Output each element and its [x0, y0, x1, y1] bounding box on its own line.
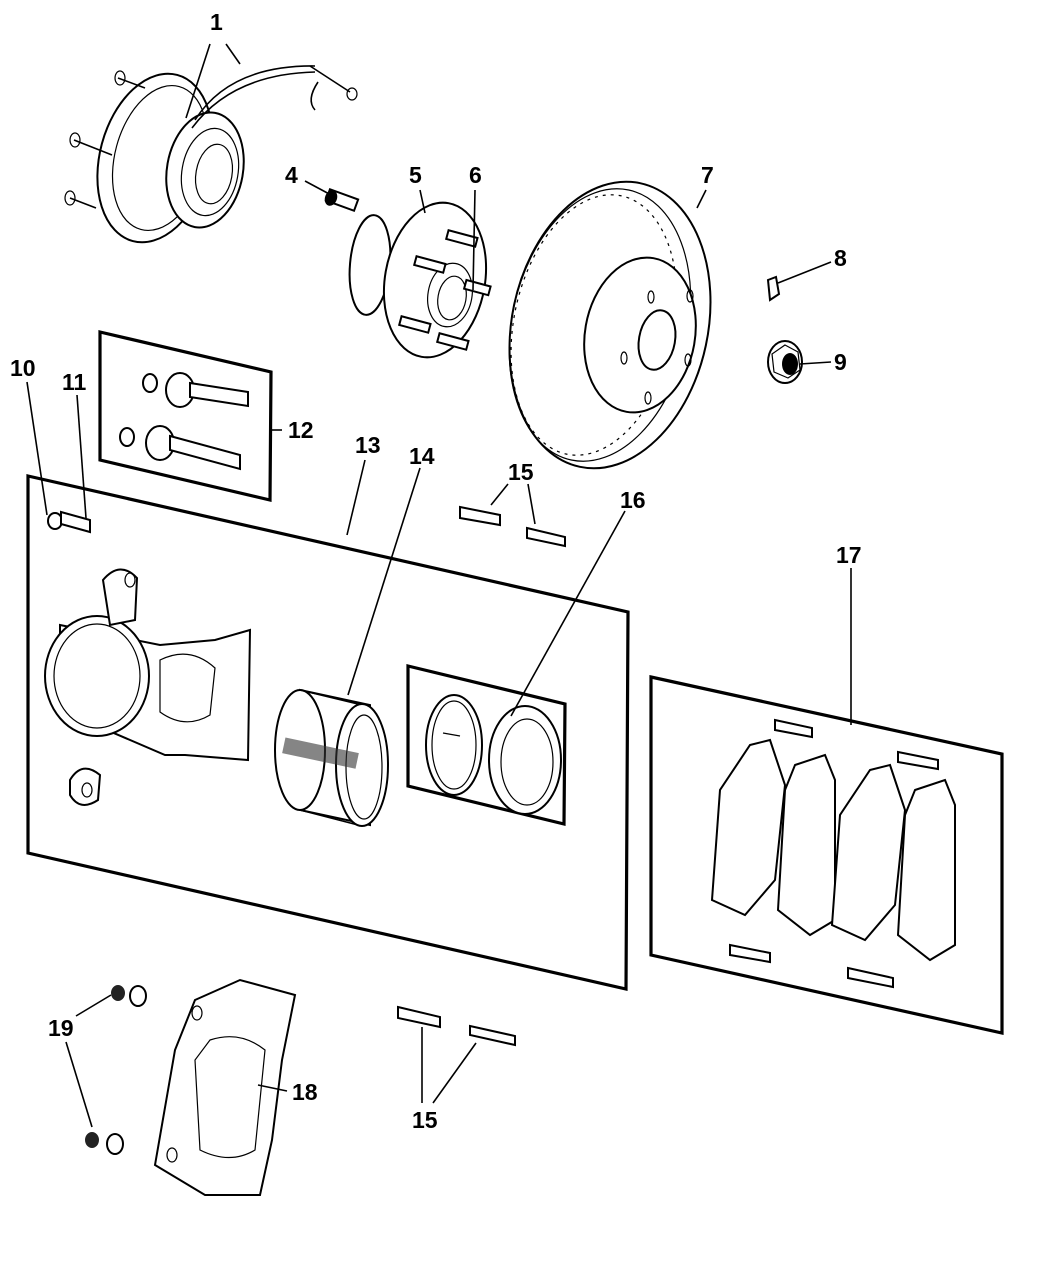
part-bleeder-screw[interactable]: [60, 510, 91, 534]
callout-15-lower: 15: [412, 1107, 438, 1133]
part-anti-rattle-clips-lower[interactable]: [397, 1005, 516, 1047]
part-caliper-body[interactable]: [44, 568, 252, 806]
callout-13: 13: [355, 432, 381, 458]
box-brake-pad-kit[interactable]: [649, 675, 1004, 1035]
callout-7: 7: [701, 162, 714, 188]
part-caliper-piston[interactable]: [274, 688, 389, 827]
brake-pad: [830, 763, 956, 962]
callout-10: 10: [10, 355, 36, 381]
callout-labels: 1 4 5 6 7 8 9 10 11 12 13 14 15 16 17 18…: [10, 9, 862, 1133]
part-hub-nut[interactable]: [767, 340, 803, 384]
callout-16: 16: [620, 487, 646, 513]
callout-14: 14: [409, 443, 435, 469]
box-piston-seal-kit[interactable]: [406, 663, 567, 827]
callout-5: 5: [409, 162, 422, 188]
part-adapter-bolts[interactable]: [85, 985, 147, 1155]
callout-17: 17: [836, 542, 862, 568]
part-hub-and-bearing[interactable]: [346, 195, 498, 366]
brake-pad: [710, 738, 836, 937]
part-clip-8[interactable]: [766, 275, 781, 302]
part-anti-rattle-clips-upper[interactable]: [459, 505, 566, 548]
leader-lines: [26, 43, 852, 1128]
callout-19: 19: [48, 1015, 74, 1041]
callout-18: 18: [292, 1079, 318, 1105]
callout-8: 8: [834, 245, 847, 271]
callout-11: 11: [62, 369, 87, 395]
part-bolt-4[interactable]: [323, 187, 360, 213]
box-guide-pin-kit[interactable]: [98, 329, 273, 503]
callout-6: 6: [469, 162, 482, 188]
callout-4: 4: [285, 162, 298, 188]
callout-12: 12: [288, 417, 314, 443]
callout-1: 1: [210, 9, 223, 35]
part-brake-rotor[interactable]: [484, 163, 736, 487]
callout-9: 9: [834, 349, 847, 375]
pad-clips: [729, 718, 939, 989]
callout-15-upper: 15: [508, 459, 534, 485]
guide-pin: [119, 425, 241, 471]
part-hub-bearing-sensor[interactable]: [64, 61, 358, 256]
box-caliper-assembly[interactable]: [26, 473, 630, 992]
part-bleeder-cap[interactable]: [47, 512, 63, 530]
guide-pin: [142, 372, 249, 408]
wheel-studs: [397, 229, 492, 351]
part-caliper-adapter[interactable]: [153, 978, 297, 1196]
